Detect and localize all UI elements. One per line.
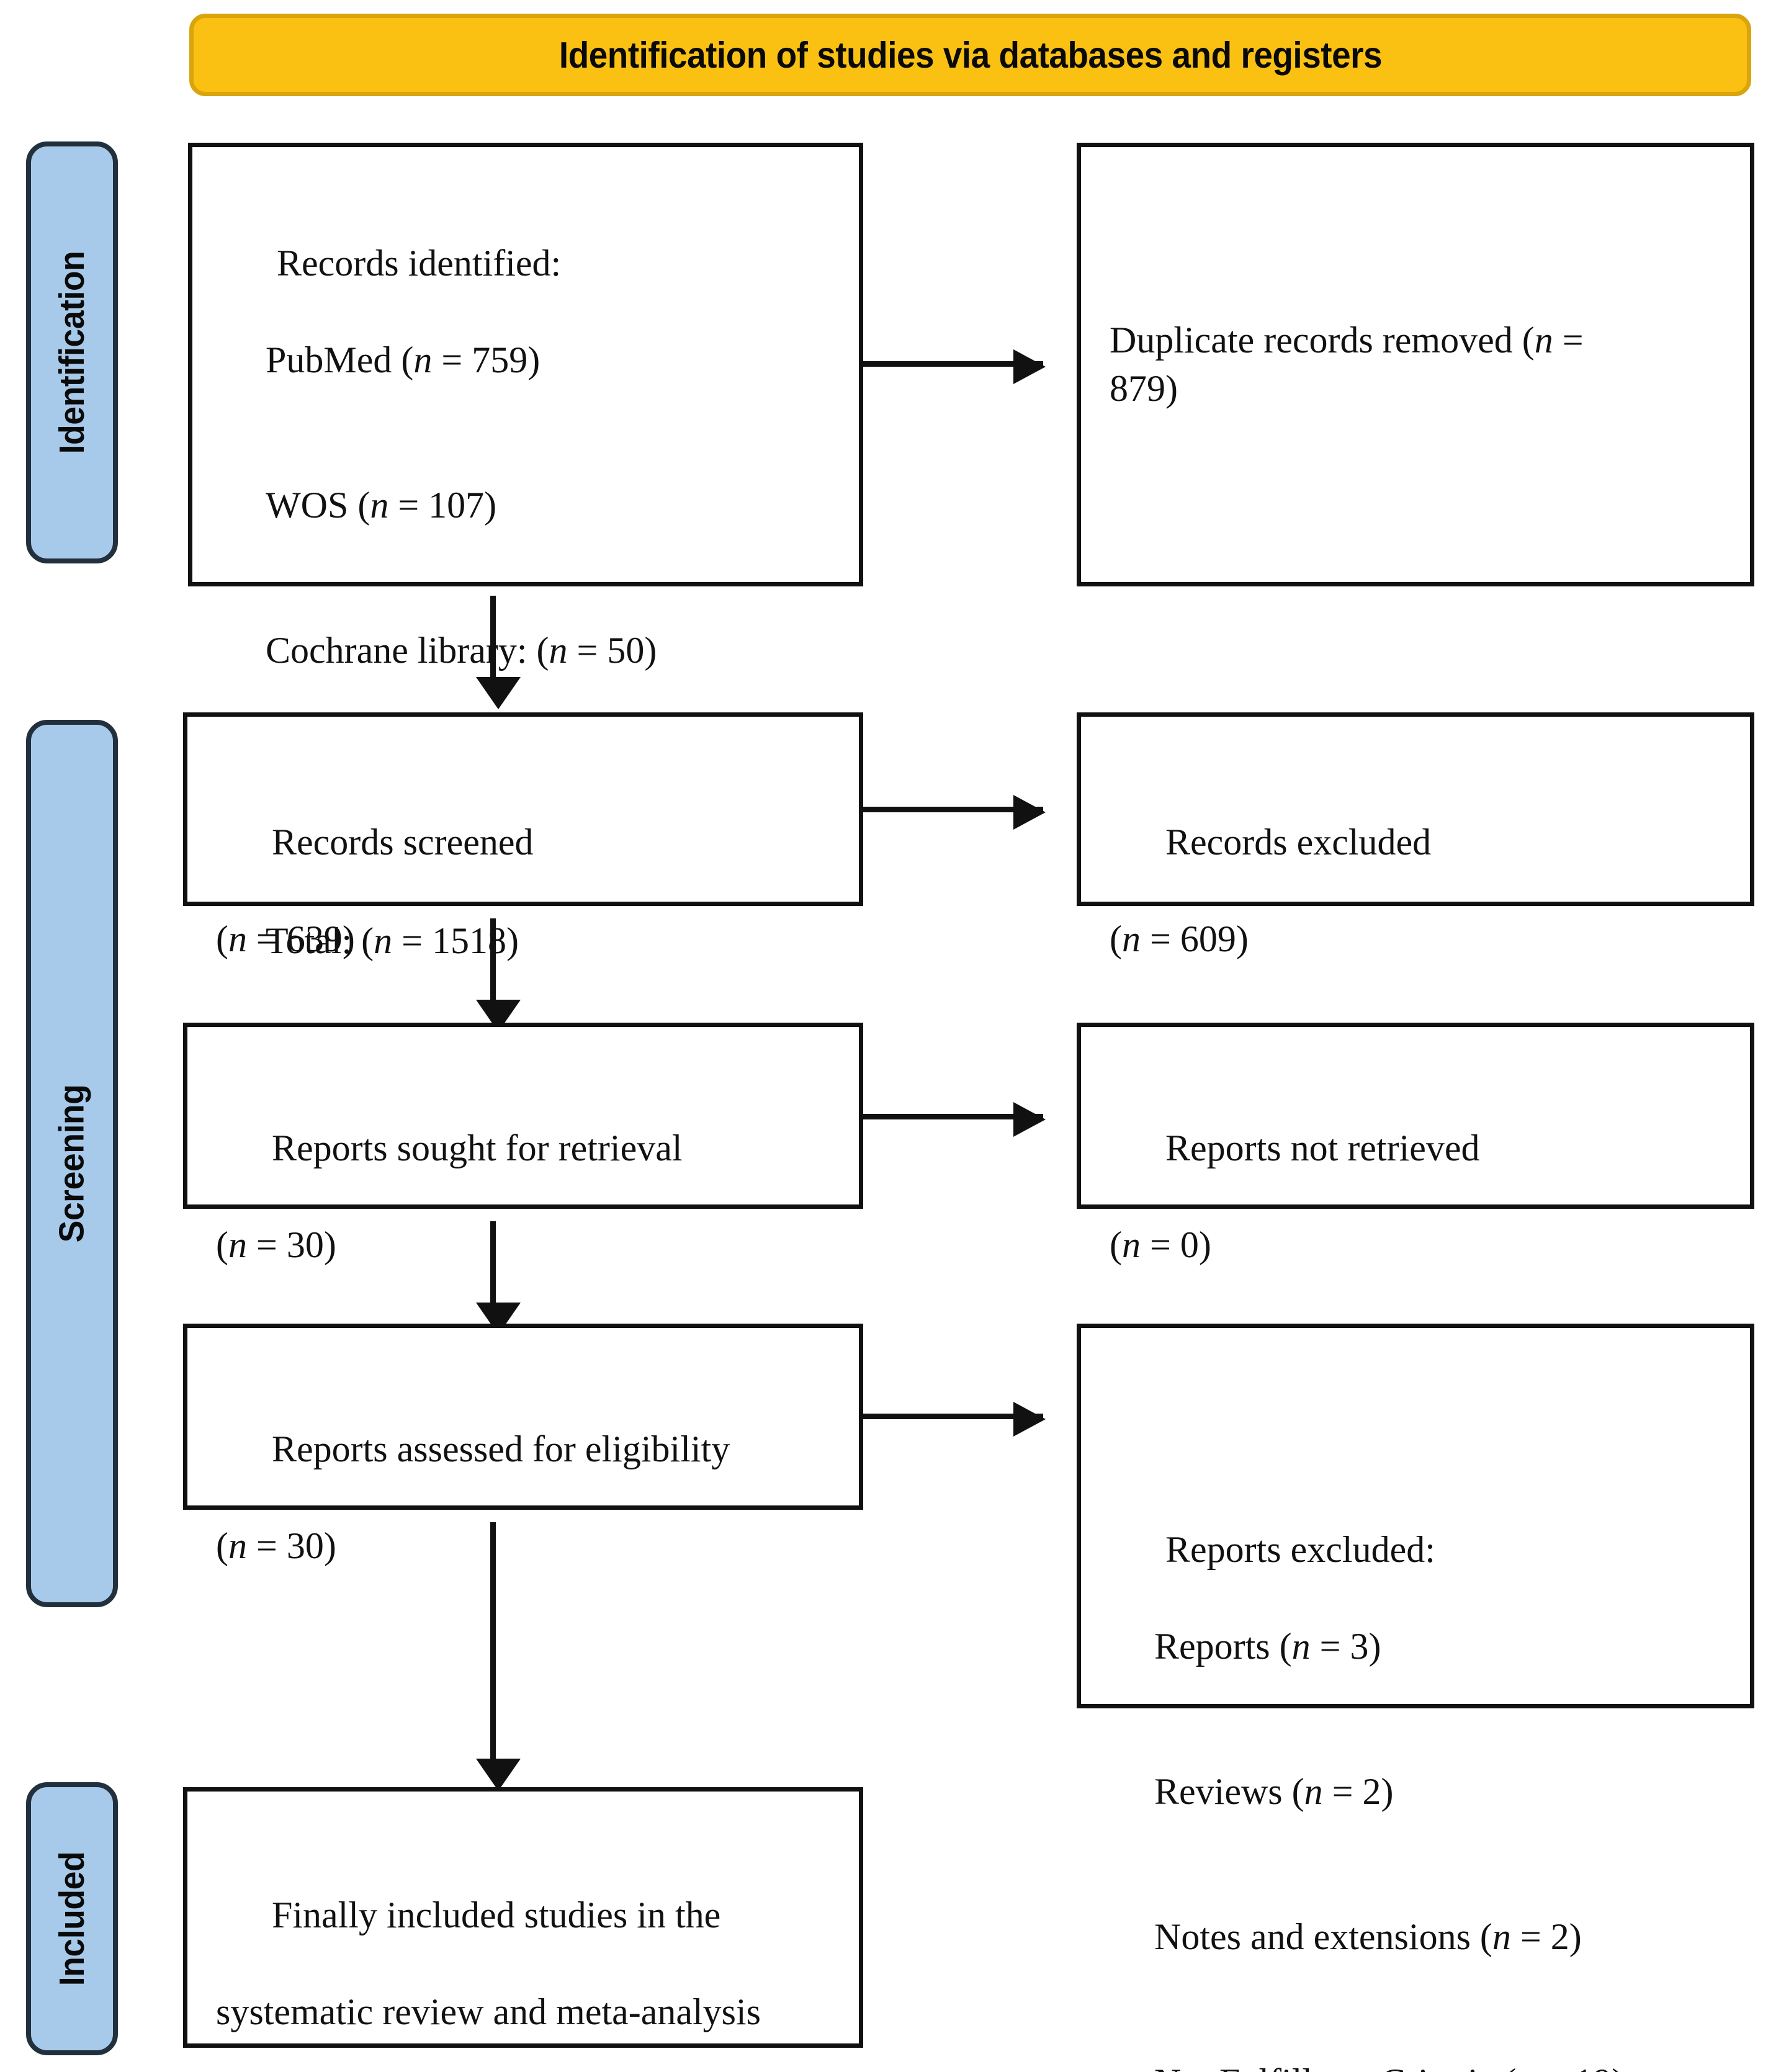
records-identified-heading: Records identified: — [277, 243, 562, 284]
box-reports-assessed: Reports assessed for eligibility (n = 30… — [183, 1324, 863, 1566]
reports-excluded-heading: Reports excluded: — [1165, 1529, 1435, 1570]
reports-excluded-line-notes: Notes and extensions (n = 2) — [1154, 1916, 1582, 1957]
box-finally-included: Finally included studies in the systemat… — [183, 1787, 863, 2048]
box-reports-sought: Reports sought for retrieval (n = 30) — [183, 1023, 863, 1265]
stage-pill-identification: Identification — [26, 141, 118, 563]
arrow-sought-to-not-retrieved — [863, 1102, 1046, 1137]
records-identified-line-pubmed: PubMed (n = 759) — [266, 339, 541, 380]
records-identified-line-cochrane: Cochrane library: (n = 50) — [266, 630, 657, 671]
reports-excluded-line-reviews: Reviews (n = 2) — [1154, 1771, 1394, 1812]
reports-sought-text: Reports sought for retrieval (n = 30) — [216, 1075, 683, 1366]
reports-not-retrieved-count: (n = 0) — [1110, 1224, 1211, 1265]
arrow-identified-to-duplicates — [863, 349, 1046, 384]
records-identified-line-wos: WOS (n = 107) — [266, 485, 497, 526]
records-screened-count: (n = 639) — [216, 918, 355, 959]
finally-included-text: Finally included studies in the systemat… — [216, 1842, 761, 2072]
reports-assessed-label: Reports assessed for eligibility — [272, 1428, 730, 1469]
reports-not-retrieved-text: Reports not retrieved (n = 0) — [1110, 1075, 1480, 1366]
finally-included-label-line2: systematic review and meta-analysis — [216, 1991, 761, 2032]
records-screened-text: Records screened (n = 639) — [216, 769, 533, 1060]
finally-included-label-line1: Finally included studies in the — [272, 1895, 721, 1935]
reports-excluded-line-reports: Reports (n = 3) — [1154, 1626, 1381, 1667]
arrow-screened-to-sought — [476, 918, 521, 1032]
duplicate-records-text: Duplicate records removed (n = 879) — [1110, 320, 1584, 409]
header-title: Identification of studies via databases … — [559, 34, 1382, 76]
records-excluded-label: Records excluded — [1165, 822, 1432, 863]
records-excluded-count: (n = 609) — [1110, 918, 1249, 959]
arrow-identified-to-screened — [476, 596, 521, 709]
reports-not-retrieved-label: Reports not retrieved — [1165, 1128, 1480, 1168]
box-records-screened: Records screened (n = 639) — [183, 712, 863, 959]
box-records-excluded: Records excluded (n = 609) — [1077, 712, 1754, 959]
records-excluded-text: Records excluded (n = 609) — [1110, 769, 1431, 1060]
box-records-identified: Records identified: PubMed (n = 759) WOS… — [188, 143, 863, 961]
reports-excluded-list-text: Reports excluded: Reports (n = 3) Review… — [1110, 1477, 1624, 2072]
box-reports-not-retrieved: Reports not retrieved (n = 0) — [1077, 1023, 1754, 1265]
reports-assessed-text: Reports assessed for eligibility (n = 30… — [216, 1376, 730, 1667]
box-duplicate-records-removed: Duplicate records removed (n = 879) — [1077, 143, 1754, 586]
records-screened-label: Records screened — [272, 822, 534, 863]
arrow-assessed-to-included — [476, 1522, 521, 1791]
stage-label-screening: Screening — [52, 1084, 92, 1243]
reports-excluded-line-criteria: Not Fulfill our Criteria (n = 19) — [1110, 2058, 1624, 2072]
stage-label-included: Included — [52, 1851, 92, 1986]
reports-sought-label: Reports sought for retrieval — [272, 1128, 683, 1168]
arrow-screened-to-excluded — [863, 795, 1046, 830]
header-banner: Identification of studies via databases … — [189, 14, 1751, 96]
arrow-assessed-to-excluded — [863, 1402, 1046, 1437]
stage-pill-included: Included — [26, 1782, 118, 2055]
box-reports-excluded-list: Reports excluded: Reports (n = 3) Review… — [1077, 1324, 1754, 2072]
arrow-sought-to-assessed — [476, 1221, 521, 1335]
stage-pill-screening: Screening — [26, 720, 118, 1607]
reports-sought-count: (n = 30) — [216, 1224, 336, 1265]
stage-label-identification: Identification — [52, 251, 92, 454]
reports-assessed-count: (n = 30) — [216, 1525, 336, 1566]
